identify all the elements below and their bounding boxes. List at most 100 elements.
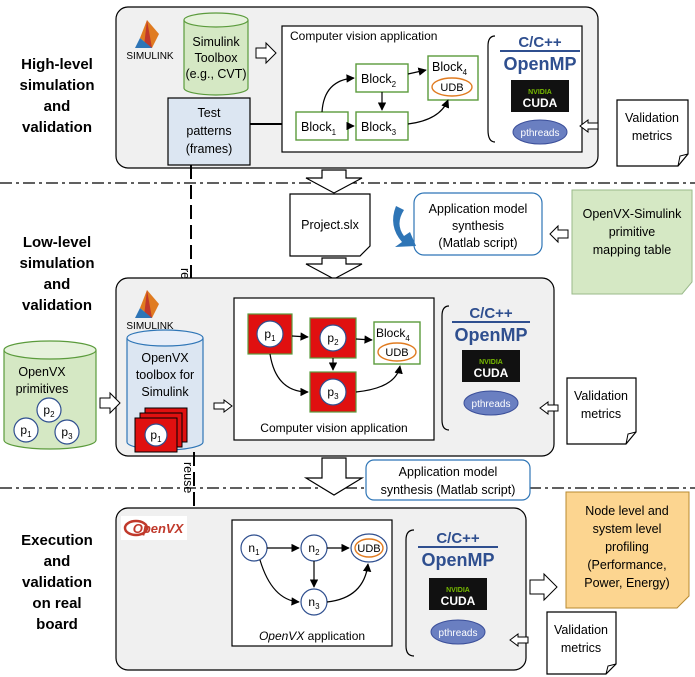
- profiling-doc: [565, 491, 690, 609]
- cpp-logo: C/C++: [436, 530, 480, 547]
- nvidia-text: NVIDIA: [446, 587, 470, 594]
- cuda-text: CUDA: [441, 594, 476, 608]
- synthesis-curved-arrow: [393, 206, 416, 247]
- stage-line: simulation: [19, 77, 95, 94]
- profiling-line: (Performance,: [587, 558, 666, 572]
- cuda-text: CUDA: [523, 96, 558, 110]
- pthreads-text: pthreads: [439, 628, 478, 639]
- hollow-arrow: [213, 399, 233, 413]
- block1-label: Block1: [301, 120, 337, 137]
- toolbox-node-label: p1: [150, 428, 162, 444]
- node-p3-label: p3: [327, 385, 339, 401]
- simulink-logo-text: SIMULINK: [126, 321, 174, 332]
- mapping-table-doc: [571, 189, 693, 295]
- platform-bracket: [405, 529, 415, 657]
- down-arrow: [305, 257, 363, 280]
- synthesis2-line: synthesis (Matlab script): [381, 483, 516, 497]
- mid-udb-ellipse: [377, 342, 417, 362]
- toolbox-line: Toolbox: [194, 51, 238, 65]
- openmp-logo: OpenMP: [421, 550, 494, 570]
- hollow-arrow: [255, 41, 277, 65]
- reuse-label: reuse: [181, 462, 195, 493]
- node-n1-label: n1: [248, 541, 260, 557]
- primitive-node-label: p2: [43, 403, 55, 419]
- pthreads-logo: [512, 119, 568, 145]
- edge-p1-p3: [269, 353, 309, 397]
- stage-line: on real: [32, 595, 82, 612]
- node-p2: [319, 324, 347, 352]
- profiling-line: system level: [593, 522, 662, 536]
- node-p1-label: p1: [264, 327, 276, 343]
- synthesis-line: synthesis: [452, 219, 504, 233]
- toolbox-line: (e.g., CVT): [185, 67, 246, 81]
- openvx-toolbox-line: toolbox for: [136, 368, 194, 382]
- openmp-logo: OpenMP: [503, 54, 576, 74]
- simulink-logo: SIMULINK: [126, 20, 174, 62]
- simulink-toolbox-db: Simulink Toolbox (e.g., CVT): [183, 12, 249, 96]
- profiling-line: profiling: [605, 540, 649, 554]
- mapping-table-line: mapping table: [593, 243, 672, 257]
- top-app-title: Computer vision application: [290, 29, 437, 43]
- synthesis-line: Application model: [429, 202, 528, 216]
- validation-metrics-doc: [566, 377, 637, 445]
- bottom-udb-ellipse: [354, 538, 384, 558]
- mapping-table-line: primitive: [609, 225, 656, 239]
- primitive-node: [36, 397, 62, 423]
- pthreads-logo: [430, 619, 486, 645]
- simulink-logo: SIMULINK: [126, 290, 174, 332]
- validation-metrics-line: metrics: [561, 641, 601, 655]
- down-arrow: [305, 169, 363, 194]
- platform-bracket: [441, 305, 450, 431]
- toolbox-line: Simulink: [192, 35, 240, 49]
- mapping-table-line: OpenVX-Simulink: [583, 207, 682, 221]
- openvx-logo-text: OpenVX: [133, 521, 185, 536]
- stage-label-high-level: High-level simulation and validation: [4, 54, 110, 138]
- stage-line: Low-level: [22, 234, 92, 251]
- stage-line: validation: [21, 119, 92, 136]
- block4-label: Block4: [432, 60, 468, 77]
- primitive-node-label: p3: [61, 425, 73, 441]
- test-patterns-line: Test: [198, 106, 221, 120]
- validation-metrics-line: Validation: [574, 389, 628, 403]
- stage-line: and: [43, 98, 71, 115]
- primitive-node: [13, 417, 39, 443]
- primitives-line: OpenVX: [18, 365, 66, 379]
- block3: [355, 111, 409, 141]
- cuda-text: CUDA: [474, 366, 509, 380]
- stage-line: validation: [21, 574, 92, 591]
- cuda-logo-bg: [429, 578, 487, 610]
- stage-label-execution: Execution and validation on real board: [4, 530, 110, 635]
- edge-b1-b2: [321, 74, 355, 113]
- profiling-line: Power, Energy): [584, 576, 669, 590]
- down-arrow: [303, 457, 365, 496]
- validation-metrics-line: metrics: [581, 407, 621, 421]
- pthreads-text: pthreads: [521, 128, 560, 139]
- stage-label-low-level: Low-level simulation and validation: [4, 232, 110, 316]
- cpp-logo: C/C++: [518, 34, 562, 51]
- edge-p3-b4: [355, 365, 403, 393]
- stage-line: simulation: [19, 255, 95, 272]
- bottom-udb-label: UDB: [357, 543, 380, 555]
- hollow-arrow: [529, 572, 558, 602]
- primitives-line: primitives: [16, 382, 69, 396]
- validation-metrics-line: Validation: [554, 623, 608, 637]
- test-patterns-line: (frames): [186, 142, 233, 156]
- openvx-toolbox-line: OpenVX: [141, 351, 189, 365]
- validation-metrics-line: metrics: [632, 129, 672, 143]
- stage-line: validation: [21, 297, 92, 314]
- test-patterns-line: patterns: [186, 124, 231, 138]
- validation-metrics-line: Validation: [625, 111, 679, 125]
- stage-line: and: [43, 276, 71, 293]
- openvx-primitives-db: OpenVX primitives p2 p1 p3: [3, 340, 97, 450]
- validation-metrics-doc: [616, 99, 689, 167]
- hollow-arrow: [99, 391, 121, 415]
- edge-b2-b4: [407, 67, 427, 76]
- block3-label: Block3: [361, 120, 397, 137]
- hollow-arrow: [579, 119, 599, 133]
- synthesis-box-2: [365, 459, 531, 501]
- node-p1: [256, 320, 284, 348]
- synthesis-box-1: [413, 192, 543, 256]
- udb-label: UDB: [440, 82, 463, 94]
- platform-logos-bottom: C/C++ OpenMP NVIDIA CUDA pthreads: [418, 530, 498, 645]
